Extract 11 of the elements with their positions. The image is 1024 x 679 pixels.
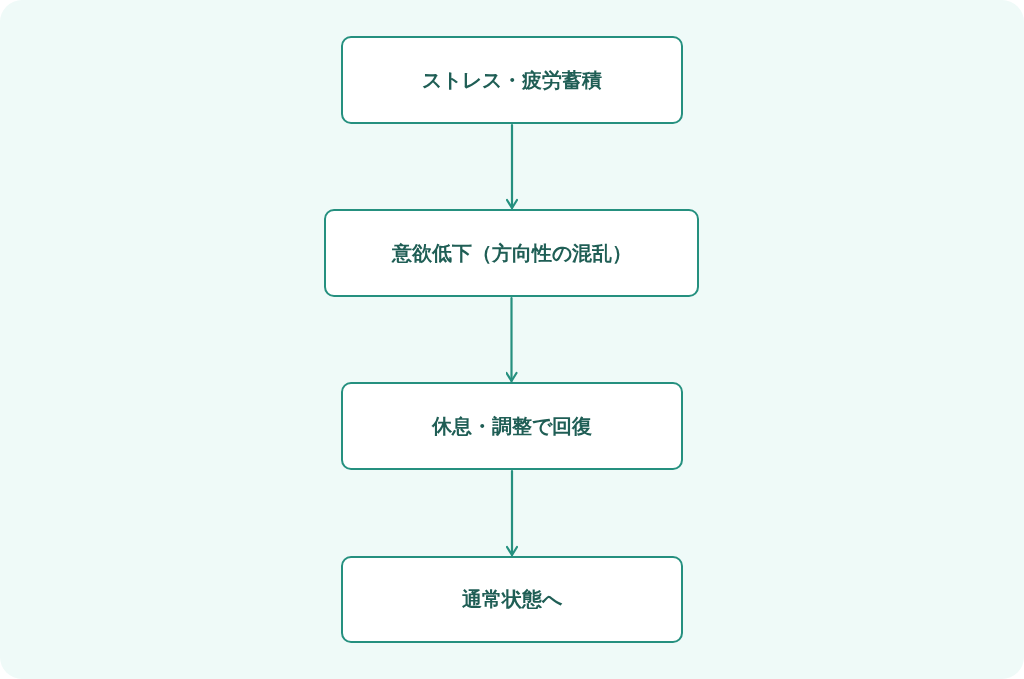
process-box [324, 209, 699, 297]
arrow [505, 469, 519, 557]
process-box [341, 382, 683, 470]
process-box [341, 556, 683, 643]
step-text: 通常状態へ [462, 586, 562, 613]
step-text: 休息・調整で回復 [432, 412, 592, 440]
arrow [505, 296, 518, 383]
process-box [341, 36, 683, 124]
arrow [505, 123, 519, 210]
step-text: ストレス・疲労蓄積 [422, 66, 602, 94]
step-text: 意欲低下（方向性の混乱） [391, 239, 632, 267]
